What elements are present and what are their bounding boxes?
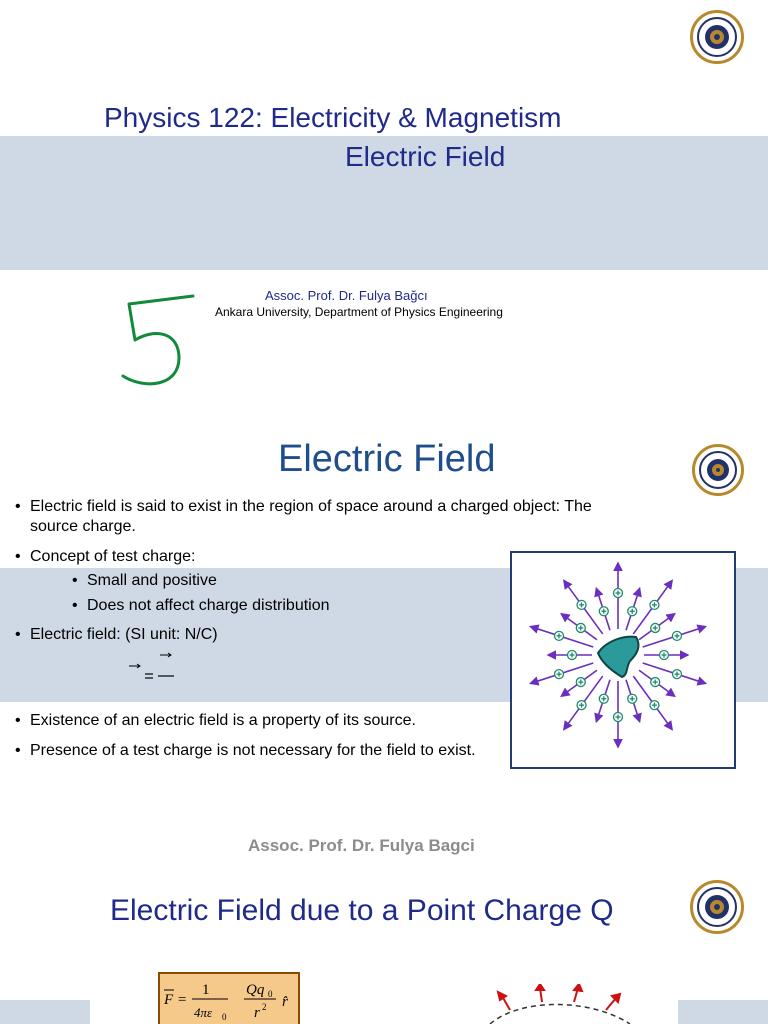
test-charge-icon: [612, 711, 624, 723]
test-charge-icon: [649, 700, 660, 711]
svg-text:0: 0: [222, 1012, 227, 1022]
instructor-name: Assoc. Prof. Dr. Fulya Bağcı: [265, 288, 428, 303]
handwritten-number-5: [121, 294, 195, 386]
lecture-title: Electric Field: [345, 141, 506, 172]
bullet-text: Existence of an electric field is a prop…: [15, 712, 416, 730]
slide-2: Electric Field Electric field is said to…: [0, 422, 768, 860]
test-charge-icon: [671, 630, 683, 641]
test-charge-icon: [575, 622, 586, 634]
test-charge-icon: [598, 606, 609, 617]
test-charge-icon: [598, 693, 609, 704]
field-equation-placeholder: [129, 652, 174, 679]
slide-title: Electric Field due to a Point Charge Q: [110, 894, 614, 927]
test-charge-icon: [650, 622, 661, 634]
bullet-text-continued: source charge.: [30, 518, 136, 535]
svg-text:1: 1: [202, 982, 210, 998]
test-charge-icon: [627, 693, 638, 704]
test-charge-icon: [612, 587, 624, 599]
affiliation: Ankara University, Department of Physics…: [215, 305, 503, 319]
svg-text:2: 2: [262, 1002, 267, 1012]
test-charge-icon: [576, 700, 587, 711]
slide-footer: Assoc. Prof. Dr. Fulya Bagci: [248, 836, 475, 855]
test-charge-icon: [627, 606, 638, 617]
slide-1: Physics 122: Electricity & Magnetism Ele…: [0, 0, 768, 422]
source-charge: [596, 635, 640, 679]
bullet-text: Electric field: (SI unit: N/C): [15, 626, 218, 644]
svg-text:Qq: Qq: [246, 982, 265, 998]
point-charge-field-diagram: [489, 984, 631, 1024]
side-band: [0, 1000, 90, 1024]
test-charges: [553, 587, 683, 723]
sub-bullet-text: Small and positive: [72, 572, 217, 590]
svg-text:r̂: r̂: [282, 994, 288, 1010]
test-charge-icon: [671, 669, 683, 680]
bullet-text: Presence of a test charge is not necessa…: [15, 742, 476, 760]
sub-bullet-text: Does not affect charge distribution: [72, 597, 329, 615]
bullet-text: Electric field is said to exist in the r…: [15, 498, 592, 516]
course-title: Physics 122: Electricity & Magnetism: [104, 102, 562, 133]
university-seal-icon: [692, 444, 744, 496]
svg-text:F: F: [163, 992, 174, 1008]
svg-text:4πε: 4πε: [194, 1005, 213, 1020]
slide-title: Electric Field: [278, 438, 496, 480]
svg-text:0: 0: [268, 989, 273, 999]
svg-text:=: =: [178, 992, 186, 1008]
test-charge-icon: [553, 630, 565, 641]
test-charge-icon: [658, 649, 670, 661]
bullet-text: Concept of test charge:: [15, 548, 195, 566]
test-charge-icon: [576, 599, 587, 610]
coulomb-formula: F = 1 4πε 0 Qq 0 r 2 r̂: [158, 972, 300, 1024]
test-charge-icon: [575, 676, 586, 688]
test-charge-icon: [566, 649, 578, 661]
test-charge-icon: [553, 669, 565, 680]
university-seal-icon: [690, 10, 744, 64]
svg-text:r: r: [254, 1005, 260, 1021]
test-charge-icon: [650, 676, 661, 688]
title-band: [0, 136, 768, 270]
slide-3: Electric Field due to a Point Charge Q F…: [0, 860, 768, 1024]
field-lines-diagram: [510, 551, 736, 769]
side-band: [678, 1000, 768, 1024]
university-seal-icon: [690, 880, 744, 934]
test-charge-icon: [649, 599, 660, 610]
